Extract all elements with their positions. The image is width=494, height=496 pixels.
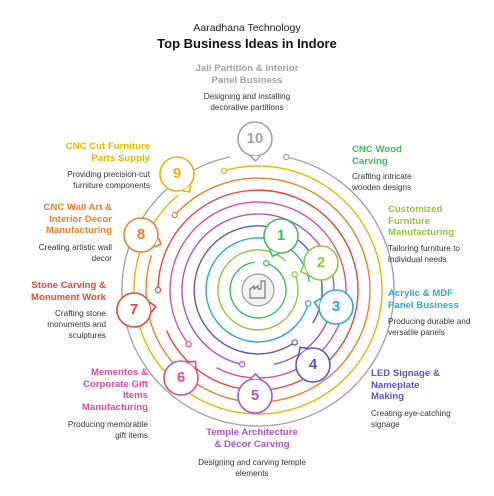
ring-6 [169,201,347,379]
bubble-10 [237,121,273,157]
ring-1 [229,261,287,319]
customized-furniture-label: Customized Furniture Manufacturing [388,204,455,238]
item-10-number: 10 [246,130,264,147]
ring-2 [217,249,299,331]
item-6-description: Producing memorable gift items [67,420,148,441]
item-10-description: Designing and installing decorative part… [203,92,291,113]
cnc-wood-carving-label: CNC Wood Carving [352,144,402,167]
diagram-subtitle: Aaradhana Technology [193,22,301,34]
ring-dot-6 [185,340,192,348]
item-10-label: Jali Partition & Interior Panel Business [195,63,299,86]
ring-dot-7 [154,286,162,294]
ring-dot-10 [283,153,290,161]
bubble-tail-5 [249,372,262,380]
item-8-number: 8 [136,226,146,243]
bubble-2 [303,245,339,281]
ring-7 [157,189,359,391]
item-7-label: Stone Carving & Monument Work [31,280,106,303]
item-3-number: 3 [331,298,341,315]
item-8-description: Creating artistic wall decor [38,243,112,264]
bubble-9 [159,156,195,192]
item-5-description: Designing and carving temple elements [198,458,306,479]
item-4-label: LED Signage & Nameplate Making [371,368,440,402]
bubble-tail-3 [313,297,321,309]
diagram-title: Top Business Ideas in Indore [157,36,337,51]
ring-dot-4 [291,339,298,346]
bubble-4 [295,347,331,383]
item-4-description: Creating eye-catching signage [371,409,451,430]
item-7-number: 7 [129,301,139,318]
bubble-tail-2 [299,264,308,276]
ring-dot-8 [171,211,178,219]
bubble-7 [116,292,152,328]
ring-dot-5 [238,361,246,368]
customized-furniture-description: Tailoring furniture to individual needs [388,244,460,265]
item-5-label: Temple Architecture & Décor Carving [206,427,298,450]
bubble-1 [263,218,299,254]
item-6-number: 6 [176,369,186,386]
item-9-number: 9 [172,165,182,182]
bubble-6 [163,360,199,396]
item-7-description: Crafting stone monuments and sculptures [47,309,106,341]
item-5-number: 5 [250,387,260,404]
bubble-tail-8 [154,237,162,248]
item-6-label: Mementos & Corporate Gift Items Manufact… [81,367,148,413]
item-4-number: 4 [308,356,318,373]
bubble-8 [123,217,159,253]
item-9-description: Providing precision-cut furniture compon… [67,170,150,191]
center-hub [241,273,275,307]
ring-dot-3 [305,300,312,307]
ring-dot-2 [291,271,299,278]
bubble-tail-6 [188,360,197,369]
bubble-tail-1 [268,249,280,258]
item-9-label: CNC Cut Furniture Parts Supply [65,141,150,164]
item-3-description: Producing durable and versatile panels [388,317,471,338]
ring-dot-9 [220,167,228,175]
ring-5 [181,213,335,365]
ring-8 [145,177,371,403]
bubble-3 [318,289,354,325]
bubble-tail-9 [182,184,192,193]
cnc-wood-carving-description: Crafting intricate wooden designs [352,172,412,193]
bubble-tail-10 [249,155,261,163]
bubble-5 [237,378,273,414]
bubble-tail-4 [298,346,308,355]
item-2-number: 2 [316,254,326,271]
item-3-label: Acrylic & MDF Panel Business [388,288,459,311]
bubble-tail-7 [149,301,157,313]
item-8-label: CNC Wall Art & Interior Decor Manufactur… [43,202,112,236]
industry-building-icon [249,280,266,299]
ring-dot-1 [262,260,270,267]
item-1-number: 1 [276,227,286,244]
